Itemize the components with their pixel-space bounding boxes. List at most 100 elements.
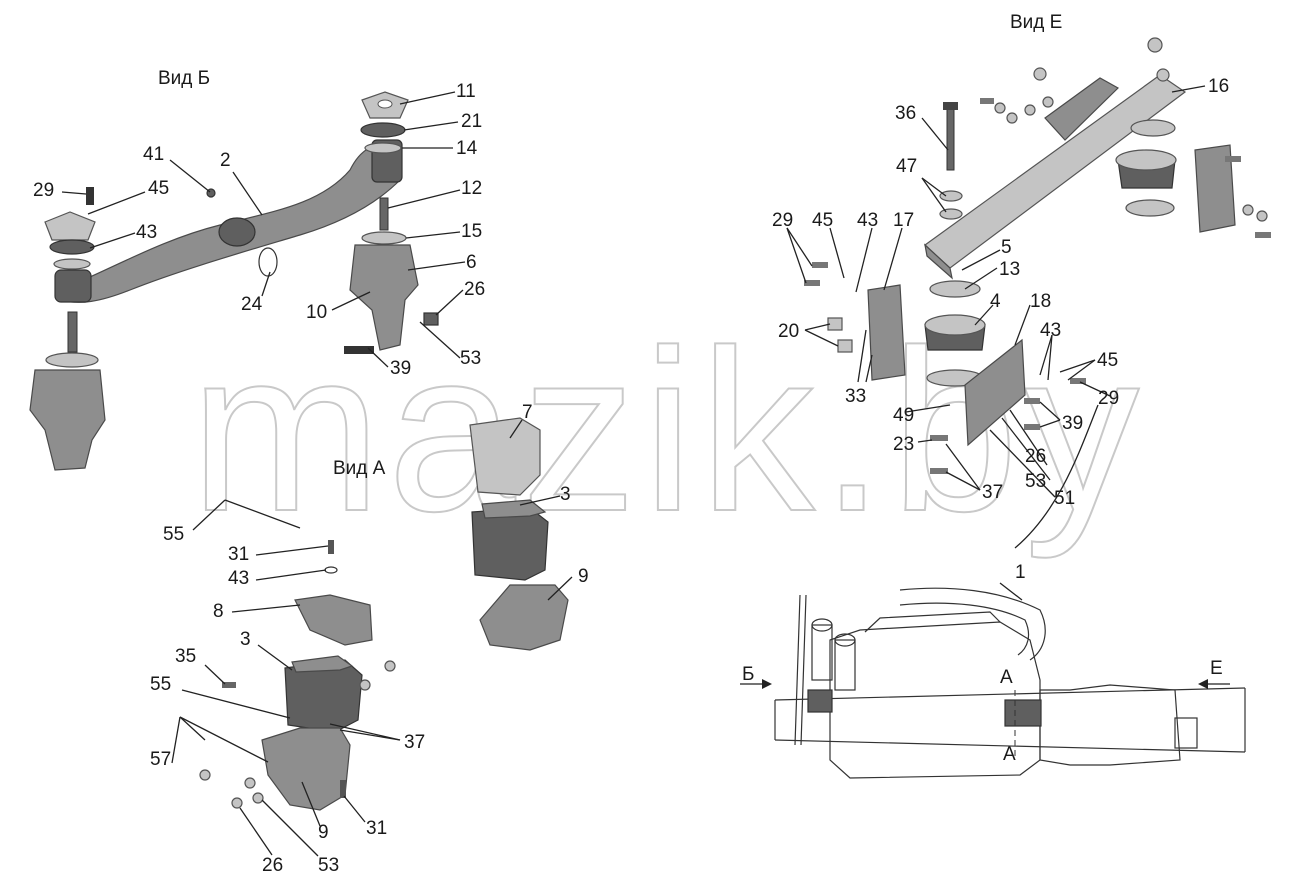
label-53-e: 53 [1025,471,1046,492]
label-43-a: 43 [228,568,249,589]
label-9-lower: 9 [318,822,329,843]
label-3-lower: 3 [240,629,251,650]
label-31-a2: 31 [366,818,387,839]
label-45-e: 45 [812,210,833,231]
label-20: 20 [778,321,799,342]
pad-11-hole [377,99,393,109]
view-b-parts [29,91,439,471]
washer-47a [939,190,963,202]
label-4: 4 [990,291,1001,312]
arrow-b-label: Б [742,664,754,685]
pad-left [44,211,96,241]
filter-left [811,624,833,681]
label-21: 21 [461,111,482,132]
label-10: 10 [306,302,327,323]
washer-21 [360,122,406,138]
bolt-37 [930,468,948,474]
label-37-e: 37 [982,482,1003,503]
gearbox [1039,684,1181,766]
bracket-17 [867,284,906,381]
label-43-e: 43 [857,210,878,231]
washer-47b [939,208,963,220]
nut-a2 [359,679,371,691]
nut-26 [423,312,439,326]
assembly-overview [740,582,1246,779]
label-45: 45 [148,178,169,199]
label-2: 2 [220,150,231,171]
label-37-a: 37 [404,732,425,753]
intake-pipe [899,587,1046,661]
ring-24 [258,247,278,277]
label-1: 1 [1015,562,1026,583]
label-16: 16 [1208,76,1229,97]
label-17: 17 [893,210,914,231]
nut-a4 [244,777,256,789]
label-35: 35 [175,646,196,667]
arrow-e-label: Е [1210,658,1223,679]
bolt-31-lower [340,780,346,798]
bolt-29b [804,280,820,286]
view-b-leaders [61,91,466,368]
view-b-labels: 11 21 14 41 2 12 29 45 43 15 6 26 24 10 … [33,81,485,379]
nut-a5 [231,797,243,809]
label-29-e: 29 [772,210,793,231]
block-3-lower [284,659,363,733]
bolt-39 [344,346,374,354]
bolt-29-e [1070,378,1086,384]
label-24: 24 [241,294,263,315]
view-e-parts [804,37,1271,474]
stud-12 [379,197,389,231]
washer-14 [364,142,402,154]
label-43: 43 [136,222,157,243]
label-26-a: 26 [262,855,283,876]
label-49: 49 [893,405,914,426]
label-41: 41 [143,144,164,165]
label-15: 15 [461,221,482,242]
bolt-29 [86,187,94,205]
hardware-top [980,37,1271,238]
nut-a3 [199,769,211,781]
foot-9-upper [479,584,569,651]
bolt-39-e2 [1024,424,1040,430]
output-flange [1174,717,1198,749]
washer-43-left [49,239,95,255]
plate-right [1194,144,1236,233]
label-45-e2: 45 [1097,350,1118,371]
label-47: 47 [896,156,917,177]
mount-right-washer [1130,119,1176,137]
intake-pipe-inner [899,602,1030,656]
mount-front [807,689,833,713]
view-a-leaders [171,419,573,857]
rail-16-edge [924,243,953,280]
mount-right-lower-washer [1125,199,1175,217]
label-14: 14 [456,138,478,159]
block-3-upper-top [481,499,547,519]
nut-20a [827,317,843,331]
rail-bracket [1044,77,1119,141]
bracket-18 [964,338,1026,447]
bolt-36 [946,107,955,171]
arm-boss [218,217,256,247]
label-8: 8 [213,601,224,622]
engine-top [864,611,1001,633]
label-55-a2: 55 [150,674,171,695]
watermark: mazik.by [190,302,1145,559]
bolt-35 [222,682,236,688]
label-12: 12 [461,178,482,199]
filter-right [834,639,856,691]
label-36: 36 [895,103,916,124]
washer-15 [361,231,407,245]
label-39: 39 [390,358,411,379]
view-e-labels: 16 36 47 29 45 43 17 5 13 4 18 20 43 45 … [772,76,1229,509]
bolt-23 [930,435,948,441]
section-a-top-label: А [1000,667,1013,688]
label-5: 5 [1001,237,1012,258]
label-11: 11 [456,81,476,102]
label-26-e: 26 [1025,446,1046,467]
view-a-title: Вид А [333,458,386,479]
bracket-left [29,369,106,471]
label-51: 51 [1054,488,1075,509]
label-33: 33 [845,386,866,407]
